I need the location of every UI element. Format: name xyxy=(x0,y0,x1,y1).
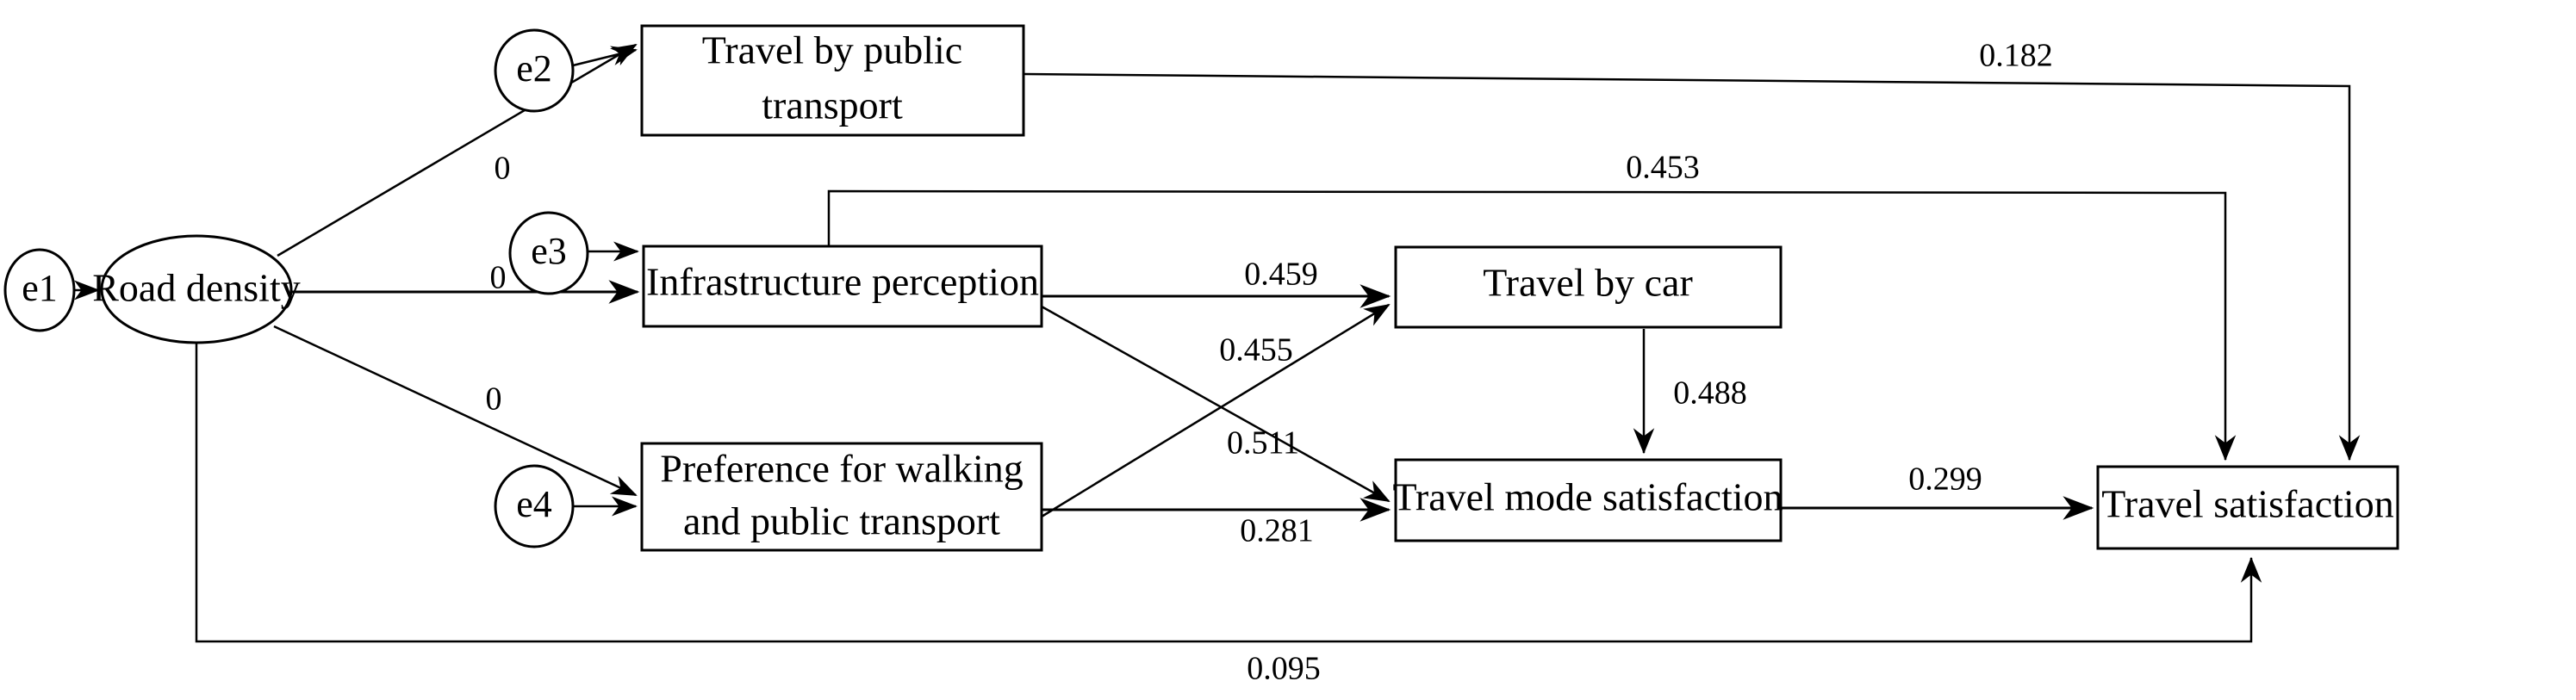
coef-travel-by-car-travel-mode-satisfaction: 0.488 xyxy=(1673,375,1747,412)
edge-e2-public-transport xyxy=(572,46,638,67)
coef-public-transport-travel-satisfaction: 0.182 xyxy=(1979,38,2053,74)
node-e1[interactable] xyxy=(3,248,76,332)
coef-road-density-preference: 0 xyxy=(486,381,502,418)
coef-road-density-public-transport: 0 xyxy=(495,151,511,187)
node-road-density-label: Road density xyxy=(92,266,300,310)
edge-road-density-preference xyxy=(273,325,638,497)
node-infrastructure-perception-label: Infrastructure perception xyxy=(646,260,1039,304)
node-e3[interactable] xyxy=(508,211,589,295)
node-e4[interactable] xyxy=(494,464,575,548)
edge-road-density-travel-satisfaction xyxy=(195,343,2262,643)
node-infrastructure-perception[interactable] xyxy=(642,245,1043,328)
node-e2-label: e2 xyxy=(516,47,552,90)
coef-travel-mode-satisfaction-travel-satisfaction: 0.299 xyxy=(1908,462,1982,498)
edge-preference-travel-by-car xyxy=(1041,303,1391,518)
node-travel-by-public-transport[interactable] xyxy=(640,24,1025,137)
node-travel-satisfaction[interactable] xyxy=(2096,465,2399,550)
coef-preference-travel-by-car: 0.511 xyxy=(1227,425,1299,462)
edge-road-density-public-transport xyxy=(277,43,638,257)
node-e1-label: e1 xyxy=(22,267,58,309)
node-travel-by-public-transport-label-line1: Travel by public xyxy=(702,28,962,72)
coef-infrastructure-travel-satisfaction: 0.453 xyxy=(1626,150,1700,186)
edge-public-transport-travel-satisfaction xyxy=(1023,72,2361,462)
node-preference-label-line2: and public transport xyxy=(683,499,1000,543)
node-road-density[interactable] xyxy=(100,234,293,344)
node-e4-label: e4 xyxy=(516,483,552,525)
coef-road-density-travel-satisfaction: 0.095 xyxy=(1247,651,1321,687)
node-travel-mode-satisfaction[interactable] xyxy=(1394,458,1783,542)
node-travel-mode-satisfaction-label: Travel mode satisfaction xyxy=(1392,475,1783,519)
node-travel-by-car-label: Travel by car xyxy=(1483,261,1693,305)
edge-infrastructure-travel-mode-satisfaction xyxy=(1041,305,1391,503)
node-travel-by-public-transport-label-line2: transport xyxy=(762,84,903,127)
node-preference-for-walking-and-public-transport[interactable] xyxy=(640,442,1043,552)
coef-preference-travel-mode-satisfaction: 0.281 xyxy=(1240,513,1314,549)
coef-infrastructure-travel-mode-satisfaction: 0.455 xyxy=(1219,332,1293,369)
node-e2[interactable] xyxy=(494,28,575,113)
node-e3-label: e3 xyxy=(531,230,567,272)
edge-infrastructure-travel-satisfaction xyxy=(827,189,2237,462)
node-preference-label-line1: Preference for walking xyxy=(660,447,1023,491)
node-travel-satisfaction-label: Travel satisfaction xyxy=(2101,482,2393,526)
coef-road-density-infrastructure: 0 xyxy=(490,260,507,296)
node-travel-by-car[interactable] xyxy=(1394,245,1783,329)
coef-infrastructure-travel-by-car: 0.459 xyxy=(1244,257,1318,293)
